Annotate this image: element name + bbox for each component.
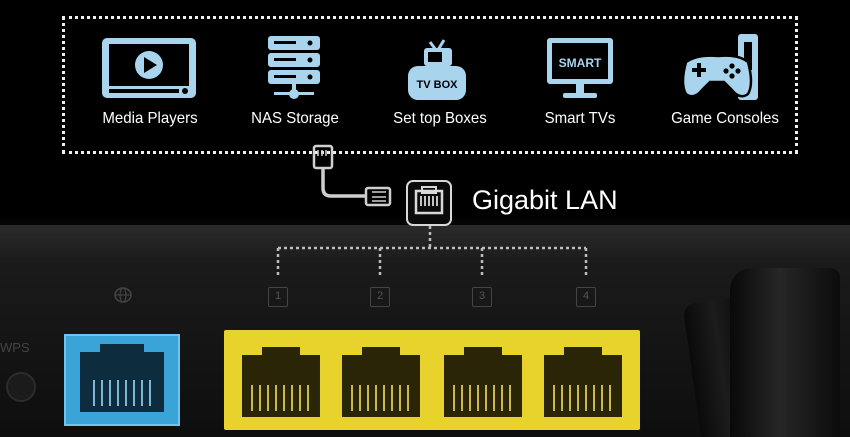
smart-tv-icon: SMART (547, 38, 613, 98)
wan-port[interactable] (64, 334, 180, 426)
port-label-1: 1 (268, 287, 288, 307)
nas-storage-icon (268, 36, 320, 99)
device-label-game-consoles: Game Consoles (671, 110, 779, 127)
set-top-box-icon: TV BOX (408, 39, 466, 100)
port-connection-lines (276, 226, 588, 278)
device-label-smart-tvs: Smart TVs (544, 110, 616, 127)
port-label-3: 3 (472, 287, 492, 307)
lan-port-1[interactable] (238, 345, 324, 421)
ethernet-cable-icon (312, 144, 392, 207)
game-console-icon (681, 34, 758, 100)
ethernet-port-icon (406, 180, 452, 226)
device-label-media-players: Media Players (102, 110, 198, 127)
smart-tv-text: SMART (559, 56, 602, 70)
port-label-2: 2 (370, 287, 390, 307)
devices-frame (62, 16, 798, 154)
antenna (730, 268, 840, 437)
wps-button[interactable] (6, 372, 36, 402)
device-label-set-top-boxes: Set top Boxes (393, 110, 487, 127)
device-label-nas-storage: NAS Storage (251, 110, 339, 127)
tv-box-text: TV BOX (417, 79, 459, 91)
lan-port-4[interactable] (540, 345, 626, 421)
lan-port-3[interactable] (440, 345, 526, 421)
router-panel-highlight (0, 225, 850, 265)
wps-label: WPS (0, 340, 30, 355)
lan-port-2[interactable] (338, 345, 424, 421)
media-player-icon (102, 38, 196, 98)
gigabit-lan-label: Gigabit LAN (472, 185, 618, 215)
globe-icon (114, 287, 132, 303)
port-label-4: 4 (576, 287, 596, 307)
